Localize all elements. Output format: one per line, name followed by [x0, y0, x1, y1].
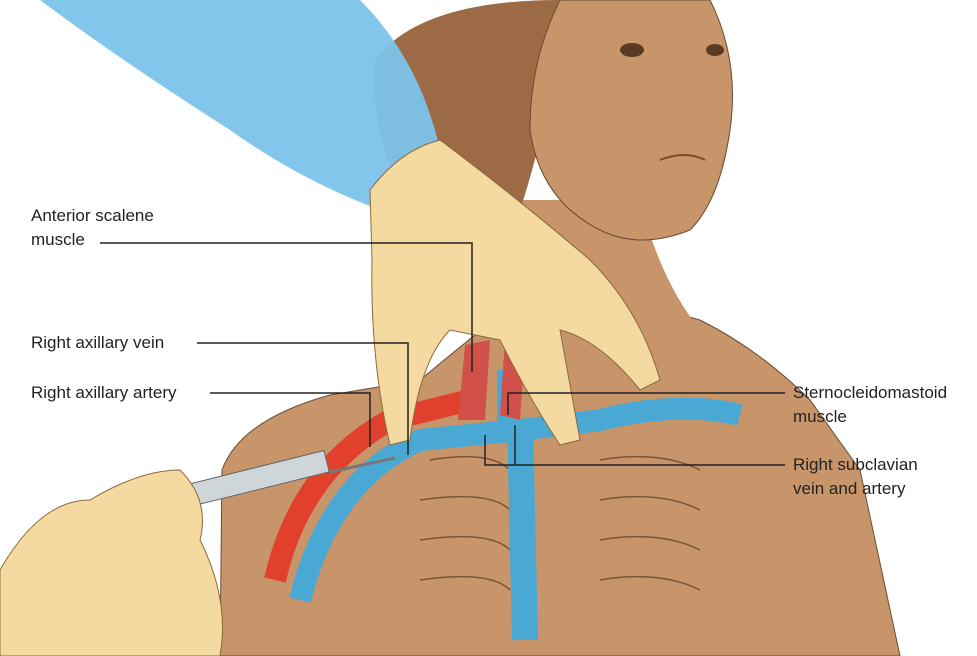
leader-subclavian [484, 435, 785, 466]
eye-right [706, 44, 724, 56]
label-axillary-vein: Right axillary vein [31, 333, 165, 352]
leader-axillary-artery [210, 392, 371, 447]
mouth [659, 154, 706, 161]
label-line: Sternocleidomastoid [793, 383, 948, 402]
gloved-hand-bottom [0, 469, 223, 656]
axillary-artery [264, 389, 473, 583]
leader-axillary-vein [197, 342, 409, 455]
label-line: muscle [793, 407, 847, 426]
axillary-subclavian-vein [289, 397, 743, 603]
ribs [419, 455, 701, 591]
gown-sleeve [40, 0, 440, 210]
leader-sternocleidomastoid [507, 392, 785, 415]
face [529, 0, 733, 241]
label-line: Right subclavian [793, 455, 918, 474]
label-axillary-artery: Right axillary artery [31, 383, 177, 402]
vena-cava [507, 419, 538, 641]
label-sternocleidomastoid: Sternocleidomastoid muscle [793, 381, 947, 429]
leader-lines [100, 242, 785, 466]
label-line: muscle [31, 230, 85, 249]
anterior-scalene-muscle [458, 340, 490, 420]
label-anterior-scalene: Anterior scalene muscle [31, 204, 154, 252]
label-subclavian: Right subclavian vein and artery [793, 453, 918, 501]
label-line: vein and artery [793, 479, 906, 498]
label-line: Anterior scalene [31, 206, 154, 225]
leader-anterior-scalene [100, 242, 473, 372]
gloved-hand-top [369, 139, 661, 446]
eye-left [620, 43, 644, 57]
